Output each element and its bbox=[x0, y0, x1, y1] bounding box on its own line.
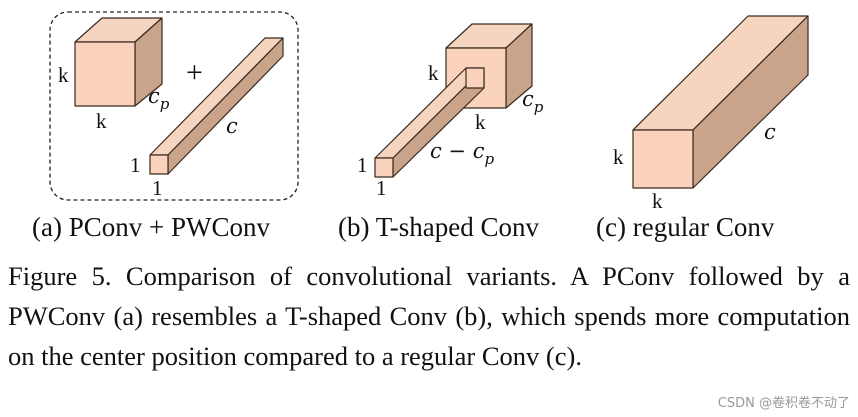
b-one-bottom-label: 1 bbox=[376, 176, 387, 200]
c-k-side-label: k bbox=[613, 145, 624, 169]
b-c-minus-cp-label: c − cp bbox=[430, 139, 494, 168]
subcaption-c: (c) regular Conv bbox=[596, 212, 775, 242]
figure-diagram: k k cp + c 1 1 k k cp c − cp 1 1 k k c bbox=[49, 11, 809, 210]
subcaption-b: (b) T-shaped Conv bbox=[338, 212, 539, 242]
subcaption-a: (a) PConv + PWConv bbox=[32, 212, 270, 242]
a-k-bottom-label: k bbox=[96, 109, 107, 133]
b-one-side-label: 1 bbox=[357, 153, 368, 177]
watermark: CSDN @卷积卷不动了 bbox=[717, 396, 850, 411]
a-one-side-label: 1 bbox=[130, 153, 141, 177]
t-shaped-cube bbox=[445, 23, 533, 109]
plus-sign: + bbox=[186, 56, 203, 89]
t-shaped-bar bbox=[374, 67, 485, 178]
b-k-bottom-label: k bbox=[475, 110, 486, 134]
dashed-group-box bbox=[49, 11, 299, 201]
a-cp-label: cp bbox=[148, 84, 170, 113]
c-c-label: c bbox=[764, 120, 776, 144]
pwconv-bar bbox=[149, 37, 284, 175]
subcaptions: (a) PConv + PWConv (b) T-shaped Conv (c)… bbox=[0, 210, 858, 244]
pconv-cube bbox=[74, 17, 163, 107]
b-cp-label: cp bbox=[522, 87, 544, 116]
figure-caption: Figure 5. Comparison of convolutional va… bbox=[8, 261, 850, 371]
a-k-side-label: k bbox=[58, 63, 69, 87]
regular-conv-block bbox=[632, 15, 809, 189]
a-one-bottom-label: 1 bbox=[152, 176, 163, 200]
b-k-side-label: k bbox=[428, 61, 439, 85]
c-k-bottom-label: k bbox=[652, 189, 663, 210]
a-c-label: c bbox=[226, 114, 238, 138]
